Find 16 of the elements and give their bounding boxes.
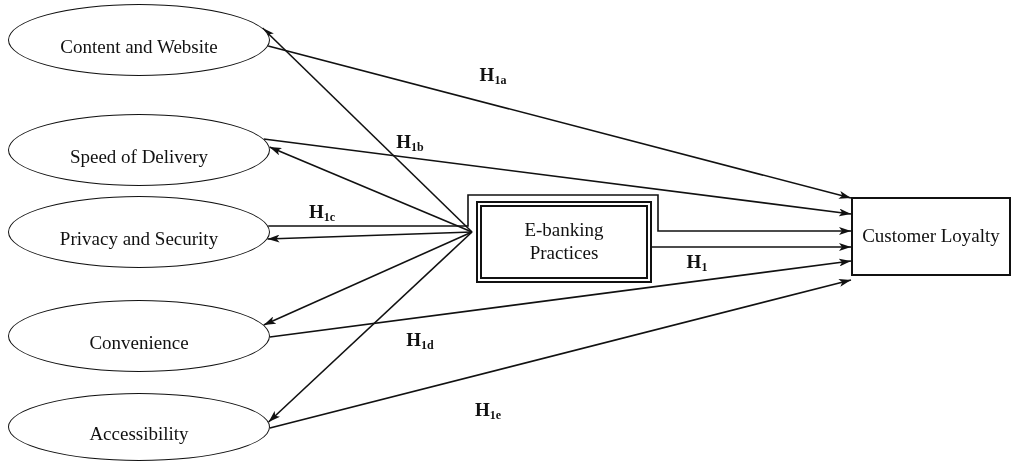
construct-ellipse: Speed of Delivery [8, 114, 270, 186]
construct-ellipse: Convenience [8, 300, 270, 372]
construct-box: E-banking Practices [476, 201, 652, 283]
arrow [269, 279, 852, 429]
arrow [262, 231, 473, 326]
arrow [268, 146, 473, 233]
arrow [262, 138, 852, 217]
construct-ellipse: Content and Website [8, 4, 270, 76]
arrow [269, 258, 852, 338]
construct-box: Customer Loyalty [851, 197, 1011, 276]
construct-ellipse: Privacy and Security [8, 196, 270, 268]
construct-ellipse: Accessibility [8, 393, 270, 461]
arrow [266, 231, 473, 243]
arrow [651, 243, 852, 251]
arrow [267, 231, 473, 423]
arrow [267, 45, 852, 199]
